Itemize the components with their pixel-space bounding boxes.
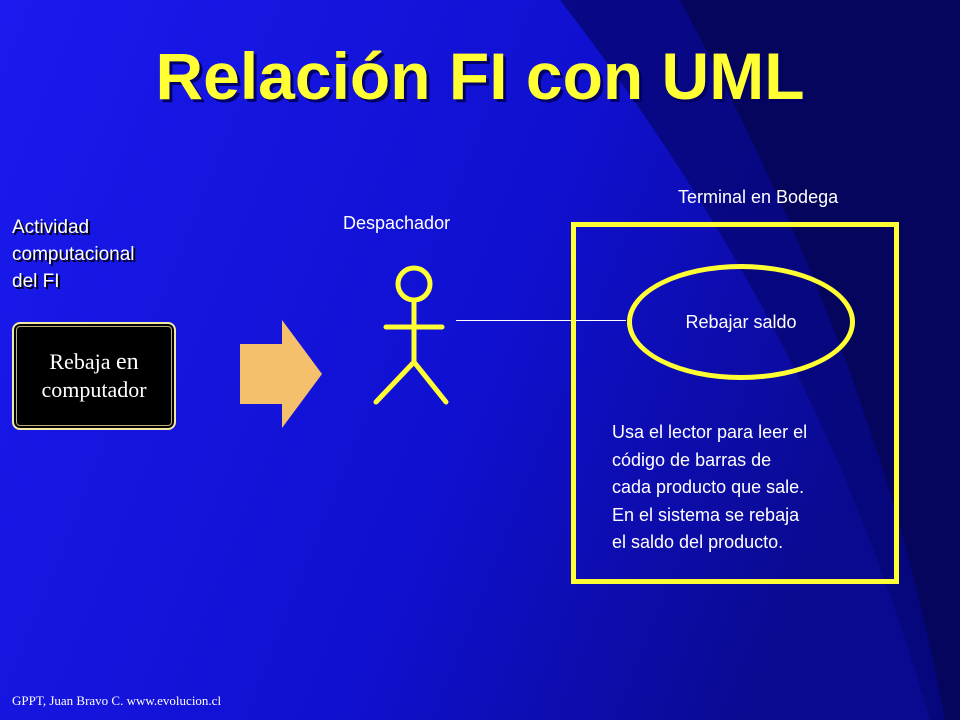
description-line: En el sistema se rebaja — [612, 504, 800, 525]
footer-credit: GPPT, Juan Bravo C. www.evolucion.cl — [12, 693, 222, 708]
fi-box-line-2: computador — [41, 377, 147, 402]
fi-activity-label-line: Actividad — [12, 217, 90, 238]
actor-label: Despachador — [343, 213, 451, 233]
fi-activity-label-line: computacional — [12, 244, 135, 265]
fi-activity-box: Rebaja en computador — [12, 322, 176, 430]
use-case-description: Usa el lector para leer el código de bar… — [612, 419, 892, 557]
description-line: cada producto que sale. — [612, 477, 805, 497]
association-line — [456, 320, 626, 321]
fi-activity-label-line: del FI — [12, 271, 60, 292]
use-case-label: Rebajar saldo — [685, 311, 797, 332]
slide-title: Relación FI con UML — [155, 39, 805, 113]
description-line: el saldo del producto. — [612, 532, 784, 552]
system-boundary-label: Terminal en Bodega — [678, 187, 839, 207]
system-boundary-box — [571, 222, 899, 584]
stick-figure-actor-icon — [373, 265, 449, 405]
fi-box-line-1: Rebaja en — [49, 348, 138, 376]
fi-activity-label: Actividad computacional del FI — [12, 214, 212, 295]
right-arrow-icon — [240, 320, 322, 428]
description-line: código de barras de — [612, 449, 772, 470]
fi-box-word-rebaja: Rebaja — [49, 349, 111, 374]
use-case-ellipse: Rebajar saldo — [627, 264, 855, 380]
fi-box-word-en: en — [115, 349, 139, 375]
description-line: Usa el lector para leer el — [612, 422, 808, 442]
